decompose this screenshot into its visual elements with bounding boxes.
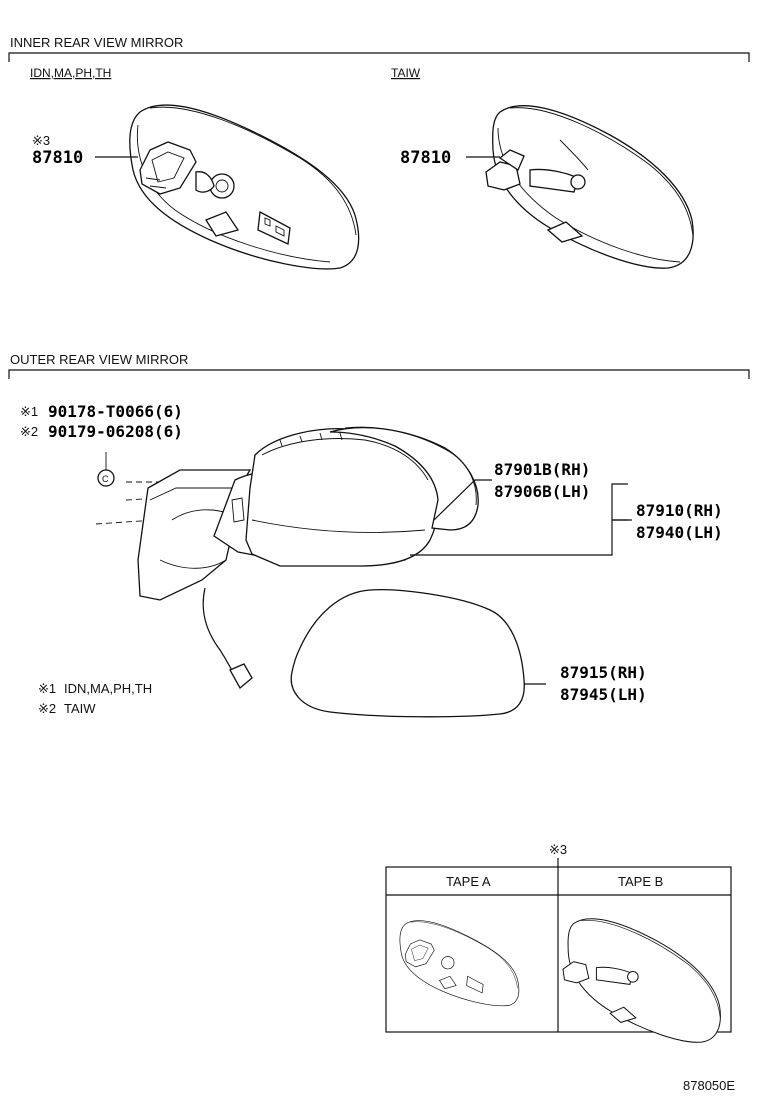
fastener-2-part-number: 90179-06208(6): [48, 422, 183, 441]
fastener-2-mark: ※2: [20, 424, 38, 439]
part-number-87901b-rh: 87901B(RH): [494, 460, 590, 479]
part-number-87910-rh: 87910(RH): [636, 501, 723, 520]
inner-mirror-right: [485, 105, 694, 269]
inner-variant-left: IDN,MA,PH,TH: [30, 66, 111, 80]
mirror-base-housing: [137, 469, 253, 690]
part-number-87945-lh: 87945(LH): [560, 685, 647, 704]
part-number-87940-lh: 87940(LH): [636, 523, 723, 542]
inner-mirror-left: [129, 104, 360, 270]
part-number-87810-left: 87810: [32, 148, 83, 168]
outer-section-bracket: [8, 369, 750, 379]
mirror-frame-87910: [329, 426, 479, 531]
note-1-mark: ※1: [38, 681, 56, 696]
fastener-1-mark: ※1: [20, 404, 38, 419]
note-2-mark: ※2: [38, 701, 56, 716]
inner-variant-right: TAIW: [391, 66, 421, 80]
diagram-id: 878050E: [683, 1078, 735, 1093]
note-1-text: IDN,MA,PH,TH: [64, 681, 152, 696]
fastener-1-part-number: 90178-T0066(6): [48, 402, 183, 421]
part-number-87915-rh: 87915(RH): [560, 663, 647, 682]
outer-section-title: OUTER REAR VIEW MIRROR: [10, 352, 188, 367]
mirror-cover-87901b: [245, 428, 440, 567]
tape-table-mark: ※3: [549, 842, 567, 857]
tape-a-mirror: [399, 920, 520, 1007]
tape-b-header: TAPE B: [618, 874, 663, 889]
inner-section-title: INNER REAR VIEW MIRROR: [10, 35, 183, 50]
svg-text:C: C: [102, 474, 109, 484]
mirror-glass-87915: [290, 589, 525, 718]
leader-87901b: [433, 479, 492, 521]
part-number-87906b-lh: 87906B(LH): [494, 482, 590, 501]
inner-note-mark: ※3: [32, 133, 50, 148]
screw-icon: C: [97, 469, 115, 487]
part-number-87810-right: 87810: [400, 148, 451, 168]
tape-table: [385, 866, 732, 1033]
tape-a-header: TAPE A: [446, 874, 491, 889]
note-2-text: TAIW: [64, 701, 96, 716]
inner-section-bracket: [8, 52, 750, 62]
tape-b-mirror: [562, 918, 721, 1043]
